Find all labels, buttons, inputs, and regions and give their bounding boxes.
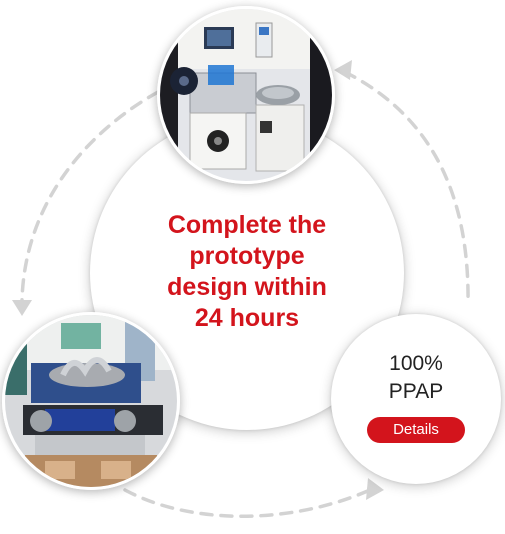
- tooling-photo: [2, 312, 180, 490]
- ring-arc-right: [343, 70, 470, 307]
- tooling-photo-image: [5, 315, 177, 487]
- headline: Complete the prototype design within 24 …: [167, 211, 327, 332]
- machine-photo-image: [160, 9, 332, 181]
- arrow-bottom-right-icon: [366, 478, 384, 500]
- ppap-label: 100% PPAP: [388, 352, 444, 403]
- ring-arc-bottom: [123, 488, 372, 518]
- ring-arc-left: [20, 90, 160, 302]
- machine-photo: [157, 6, 335, 184]
- arrow-top-right-icon: [334, 60, 352, 80]
- details-button[interactable]: Details: [367, 417, 465, 443]
- ppap-circle: 100% PPAP Details: [331, 314, 501, 484]
- arrow-left-icon: [12, 300, 32, 316]
